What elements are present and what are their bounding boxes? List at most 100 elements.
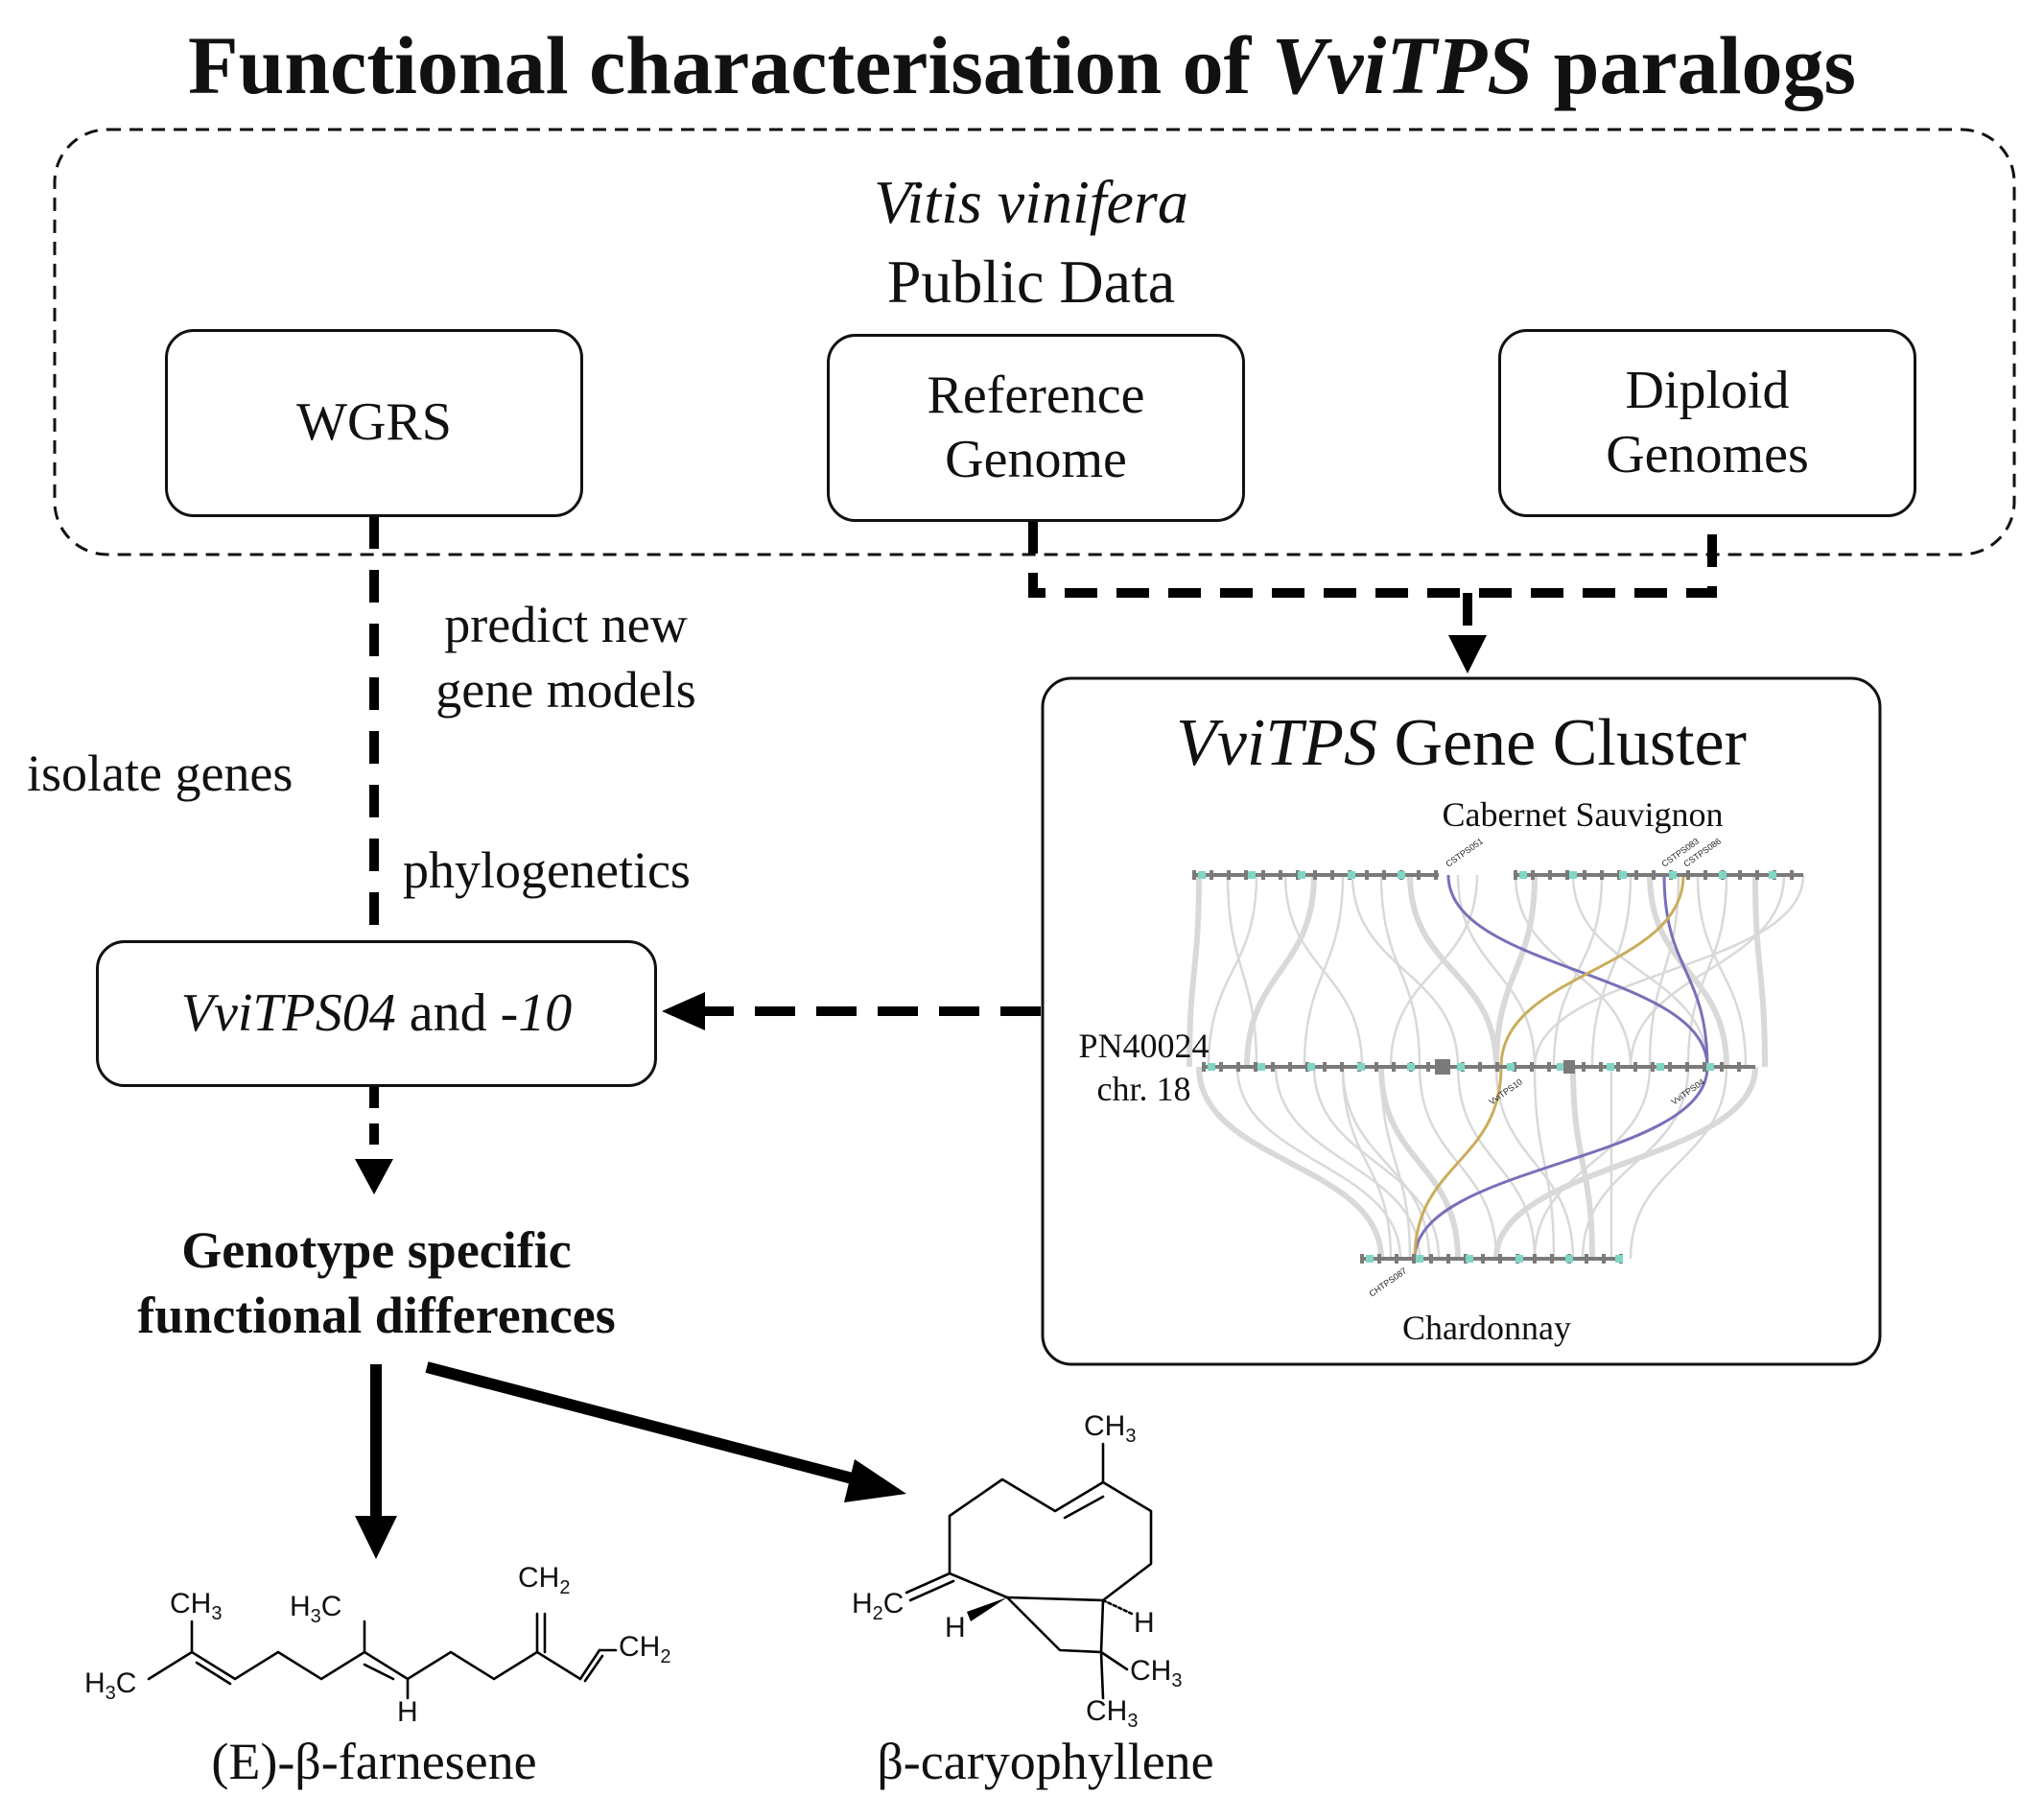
phylogenetics-label: phylogenetics xyxy=(403,841,691,899)
gene-marker xyxy=(1208,1063,1215,1071)
synteny-link xyxy=(1226,874,1258,1068)
gene-tick xyxy=(1236,1062,1240,1072)
gene-marker xyxy=(1457,1063,1465,1071)
gene-tick xyxy=(1585,1254,1588,1264)
gene-tick xyxy=(1254,1062,1257,1072)
synteny-link xyxy=(1456,1066,1537,1260)
gene-tick xyxy=(1634,870,1638,880)
synteny-link xyxy=(1494,1066,1575,1260)
synteny-link xyxy=(1407,874,1499,1068)
caryophyllene-atom-ch3-b: CH3 xyxy=(1086,1695,1139,1732)
caryophyllene-atom-h-right: H xyxy=(1134,1607,1155,1639)
gene-tick xyxy=(1703,1062,1706,1072)
caryophyllene-structure xyxy=(905,1442,1153,1700)
caryophyllene-atom-ch3-top: CH3 xyxy=(1084,1410,1137,1447)
background-links xyxy=(1186,874,1805,1260)
gene-marker xyxy=(1257,1063,1265,1071)
species-name: Vitis vinifera xyxy=(874,168,1188,236)
outcome-to-caryophyllene-line xyxy=(425,1361,865,1487)
synteny-link xyxy=(1581,1066,1690,1260)
gene-tick xyxy=(1533,1254,1537,1264)
gene-tick xyxy=(1582,1062,1586,1072)
vvitps04-link xyxy=(1446,874,1709,1068)
caryophyllene-name: β-caryophyllene xyxy=(877,1733,1214,1790)
synteny-link xyxy=(1752,874,1768,1068)
gene-marker xyxy=(1519,871,1527,879)
caryophyllene-atom-h2c: H2C xyxy=(852,1588,905,1624)
synteny-link xyxy=(1493,874,1538,1068)
gene-marker xyxy=(1706,1063,1714,1071)
cluster-title-rest: Gene Cluster xyxy=(1377,706,1747,780)
gene-tick xyxy=(1583,870,1586,880)
candidate-and: and xyxy=(395,982,501,1043)
gene-tick xyxy=(1550,1254,1554,1264)
synteny-link xyxy=(1629,874,1786,1068)
gene-tick xyxy=(1790,870,1794,880)
synteny-link xyxy=(1648,874,1680,1068)
farnesene-structure xyxy=(147,1612,618,1700)
wgrs-box: WGRS xyxy=(165,329,583,517)
gene-tick xyxy=(1720,1062,1724,1072)
gene-marker xyxy=(1569,871,1577,879)
farnesene-name: (E)-β-farnesene xyxy=(211,1733,537,1790)
synteny-link xyxy=(1389,874,1479,1068)
cluster-panel xyxy=(1041,676,1882,1366)
diploid-label-line1: Diploid xyxy=(1625,360,1790,420)
gene-tick xyxy=(1330,870,1334,880)
synteny-link xyxy=(1590,874,1633,1068)
gene-marker xyxy=(1348,871,1355,879)
public-data-label: Public Data xyxy=(886,248,1176,316)
gene-marker xyxy=(1557,1063,1564,1071)
gene-tick xyxy=(1271,1062,1275,1072)
gene-tick xyxy=(1192,870,1196,880)
gene-tick xyxy=(1600,870,1604,880)
predict-gene-models-label: predict new gene models xyxy=(435,596,696,719)
synteny-link xyxy=(1207,874,1258,1068)
cluster-title: VviTPS Gene Cluster xyxy=(1043,705,1880,782)
synteny-link xyxy=(1533,874,1805,1068)
caryophyllene-atom-ch3-a: CH3 xyxy=(1130,1655,1183,1691)
synteny-link xyxy=(1186,874,1202,1068)
gene-marker xyxy=(1298,871,1305,879)
vvitps10-link xyxy=(1413,1066,1503,1260)
gene-tick xyxy=(1219,1062,1223,1072)
gene-tick xyxy=(1382,870,1386,880)
gene-tick xyxy=(1755,870,1759,880)
caryophyllene-atom-h-left: H xyxy=(945,1612,966,1643)
gene-marker xyxy=(1248,871,1256,879)
farnesene-atom-h: H xyxy=(397,1696,418,1728)
candidate-gene2: -10 xyxy=(500,982,573,1043)
gene-tick xyxy=(1374,1062,1378,1072)
vvitps04-link xyxy=(1662,874,1709,1068)
outcome-label: Genotype specific functional differences xyxy=(137,1221,616,1344)
candidates-to-outcome-arrowhead xyxy=(355,1159,393,1194)
synteny-link xyxy=(1378,1066,1461,1260)
synteny-link xyxy=(1196,1066,1384,1260)
gene-tick xyxy=(1288,1062,1292,1072)
synteny-link xyxy=(1312,1066,1441,1260)
genomes-merge-connector xyxy=(1028,521,1717,598)
gene-tick xyxy=(1514,870,1517,880)
gene-tick xyxy=(1531,870,1535,880)
gene-tick xyxy=(1227,870,1231,880)
gene-block xyxy=(1435,1059,1450,1075)
gene-marker xyxy=(1607,1063,1614,1071)
gene-tick xyxy=(1498,1254,1502,1264)
synteny-link xyxy=(1351,874,1460,1068)
gene-tick xyxy=(1446,1254,1450,1264)
gene-tick xyxy=(1360,1254,1364,1264)
gene-tick xyxy=(1323,1062,1327,1072)
gene-tick xyxy=(1202,1062,1206,1072)
diploid-genomes-box: Diploid Genomes xyxy=(1498,329,1916,517)
gene-marker xyxy=(1656,1063,1664,1071)
gene-marker xyxy=(1416,1255,1423,1263)
gene-tick xyxy=(1652,870,1656,880)
gene-tick xyxy=(1261,870,1265,880)
title-suffix: paralogs xyxy=(1533,19,1856,111)
middle-genome-label: PN40024 chr. 18 xyxy=(1078,1027,1210,1108)
gene-tick xyxy=(1651,1062,1655,1072)
gene-tick xyxy=(1668,1062,1672,1072)
synteny-link xyxy=(1379,874,1421,1068)
gene-tick xyxy=(1703,870,1707,880)
synteny-link xyxy=(1571,874,1709,1068)
